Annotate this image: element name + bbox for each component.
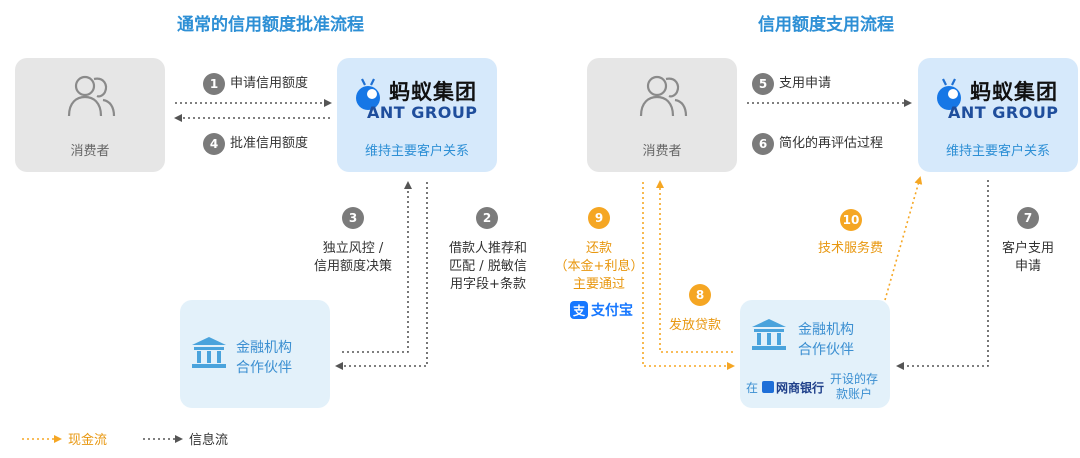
step-4-badge: 4	[203, 133, 225, 155]
bank-name-left-line2: 合作伙伴	[236, 360, 292, 376]
bank-name-left: 金融机构 合作伙伴	[236, 338, 292, 378]
step-9-text: 还款 （本金+利息） 主要通过	[553, 240, 645, 294]
step-1-text: 申请信用额度	[230, 76, 309, 91]
people-icon	[639, 75, 688, 117]
legend-info-line	[143, 434, 184, 443]
bank-icon	[192, 337, 226, 368]
ant-logo-icon	[356, 78, 380, 110]
mybank-icon	[762, 381, 775, 393]
ant-logo-en-right: ANT GROUP	[948, 103, 1059, 122]
bank-suffix-line1: 开设的存	[830, 372, 879, 386]
legend-info-label: 信息流	[189, 433, 229, 448]
step-2-line1: 借款人推荐和	[448, 241, 527, 256]
step-6-badge: 6	[752, 133, 774, 155]
people-icon	[67, 75, 116, 117]
consumer-box-right: 消费者	[587, 58, 737, 172]
legend-cash-label: 现金流	[68, 433, 108, 448]
step-10-text: 技术服务费	[818, 241, 884, 256]
step-7-line2: 申请	[1014, 259, 1041, 274]
arrow-repayment	[642, 182, 735, 370]
step-8-badge: 8	[689, 284, 711, 306]
step-1-badge: 1	[203, 73, 225, 95]
arrow-risk-decision	[342, 181, 412, 353]
mybank-row: 在 网商银行 开设的存 款账户	[746, 372, 878, 402]
ant-logo-icon	[937, 78, 961, 110]
step-8-text: 发放贷款	[669, 318, 722, 333]
arrow-disburse-loan	[656, 180, 733, 353]
step-7-badge: 7	[1017, 207, 1039, 229]
bank-partner-box-left: 金融机构 合作伙伴	[180, 300, 330, 408]
ant-logo-en-left: ANT GROUP	[367, 103, 478, 122]
step-3-line2: 信用额度决策	[313, 259, 392, 274]
step-2-badge: 2	[476, 207, 498, 229]
ant-group-box-left: 蚂蚁集团 ANT GROUP 维持主要客户关系	[337, 58, 497, 172]
mybank-name: 网商银行	[776, 380, 825, 395]
step-10-badge: 10	[840, 209, 862, 231]
step-9-line3: 主要通过	[572, 277, 625, 292]
step-2-text: 借款人推荐和 匹配 / 脱敏信 用字段+条款	[438, 240, 538, 294]
alipay-logo: 支 支付宝	[570, 300, 633, 320]
arrow-recommend-match	[335, 182, 428, 370]
step-5-badge: 5	[752, 73, 774, 95]
bank-prefix: 在	[746, 380, 759, 395]
step-7-text: 客户支用 申请	[992, 240, 1064, 276]
step-2-line2: 匹配 / 脱敏信	[449, 259, 527, 274]
bank-name-left-line1: 金融机构	[236, 340, 292, 356]
bank-icon	[752, 319, 786, 350]
step-9-line2: （本金+利息）	[554, 259, 644, 274]
legend: 现金流 信息流	[20, 429, 228, 448]
bank-partner-box-right: 金融机构 合作伙伴 在 网商银行 开设的存 款账户	[740, 300, 890, 408]
ant-logo-cn-right: 蚂蚁集团	[970, 80, 1058, 104]
left-flow-title: 通常的信用额度批准流程	[177, 15, 364, 35]
consumer-label-left: 消费者	[70, 144, 110, 159]
step-3-text: 独立风控 / 信用额度决策	[300, 240, 406, 276]
step-3-line1: 独立风控 /	[322, 241, 384, 256]
alipay-name: 支付宝	[591, 303, 633, 319]
ant-logo-cn-left: 蚂蚁集团	[389, 80, 477, 104]
step-4-text: 批准信用额度	[230, 136, 309, 151]
step-6-text: 简化的再评估过程	[779, 136, 884, 151]
step-2-line3: 用字段+条款	[450, 277, 526, 292]
step-3-badge: 3	[342, 207, 364, 229]
alipay-icon: 支	[570, 301, 588, 319]
step-9-line1: 还款	[585, 241, 612, 256]
arrow-tech-fee	[884, 176, 923, 301]
bank-suffix: 开设的存 款账户	[830, 372, 878, 402]
right-flow-title: 信用额度支用流程	[758, 15, 894, 35]
step-5-text: 支用申请	[779, 76, 832, 91]
ant-subtitle-right: 维持主要客户关系	[945, 144, 1050, 159]
consumer-label-right: 消费者	[642, 144, 682, 159]
bank-suffix-line2: 款账户	[836, 387, 873, 401]
legend-cash-line	[22, 434, 62, 443]
step-7-line1: 客户支用	[1001, 241, 1054, 256]
step-9-badge: 9	[588, 207, 610, 229]
arrow-customer-drawdown	[896, 180, 989, 370]
ant-group-box-right: 蚂蚁集团 ANT GROUP 维持主要客户关系	[918, 58, 1078, 172]
bank-name-right: 金融机构 合作伙伴	[798, 320, 854, 360]
bank-name-right-line2: 合作伙伴	[798, 342, 854, 358]
consumer-box-left: 消费者	[15, 58, 165, 172]
bank-name-right-line1: 金融机构	[798, 322, 854, 338]
ant-subtitle-left: 维持主要客户关系	[364, 144, 469, 159]
